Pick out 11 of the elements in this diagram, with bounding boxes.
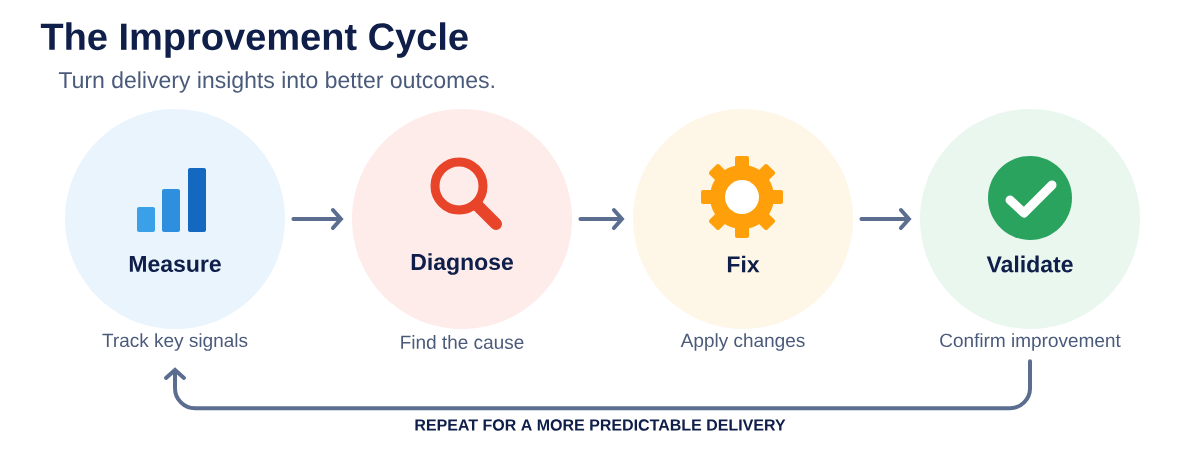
step-description: Track key signals xyxy=(102,333,248,351)
subtitle: Turn delivery insights into better outcomes. xyxy=(58,71,494,93)
step-description: Confirm improvement xyxy=(940,333,1121,351)
step-description: Apply changes xyxy=(680,333,805,351)
arrow xyxy=(578,208,625,230)
arrow xyxy=(291,208,344,230)
step-description: Find the cause xyxy=(401,335,524,349)
edge-label: REPEAT FOR A MORE PREDICTABLE DELIVERY xyxy=(412,417,788,433)
arrow xyxy=(859,208,912,230)
arrow xyxy=(164,359,1032,411)
title: The Improvement Cycle xyxy=(40,22,468,58)
